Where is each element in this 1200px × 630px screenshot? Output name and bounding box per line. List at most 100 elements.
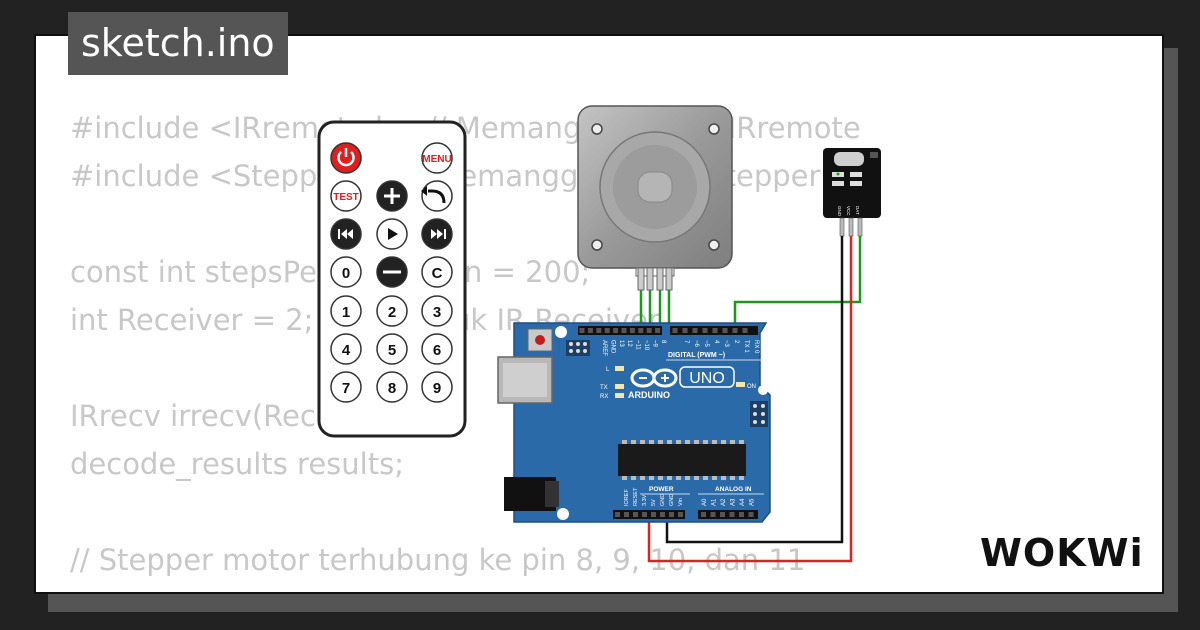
power-pin-label: 5V: [651, 499, 657, 506]
remote-button-0[interactable]: 0: [330, 256, 362, 288]
remote-prev-button[interactable]: [330, 218, 362, 250]
digital-pin-label: ~3: [723, 340, 729, 348]
svg-text:2: 2: [388, 304, 396, 321]
motor-shaft: [637, 171, 673, 203]
ir-receiver[interactable]: GND VCC DAT: [823, 148, 881, 237]
code-line: Stepper myStepper(stepsPerRevolution, 8,…: [70, 584, 861, 592]
power-pin-label: RESET: [633, 487, 639, 506]
wire-ir-data: [733, 236, 862, 334]
atmega-chip: [618, 444, 746, 476]
svg-text:RX: RX: [600, 394, 608, 400]
file-name-title: sketch.ino: [68, 12, 288, 75]
power-icon: [337, 151, 355, 167]
remote-plus-button[interactable]: [376, 180, 408, 212]
remote-button-9[interactable]: 9: [421, 371, 453, 403]
arduino-logo: [630, 368, 678, 388]
digital-pin-label: ~10: [643, 340, 649, 351]
digital-pin-label: ~6: [693, 340, 699, 348]
digital-pin-label: ~11: [635, 340, 641, 350]
digital-header-label: DIGITAL (PWM ~): [668, 352, 725, 359]
code-preview: #include <IRremote.h> // Memanggil libra…: [70, 104, 861, 592]
svg-text:ON: ON: [747, 384, 756, 390]
svg-text:5: 5: [388, 342, 396, 359]
test-button-label: TEST: [333, 192, 359, 203]
ir-remote[interactable]: MENU TEST: [317, 120, 467, 438]
analog-pin-label: A4: [740, 498, 746, 506]
analog-pin-label: A1: [712, 498, 718, 506]
rewind-icon: [341, 229, 347, 239]
remote-button-3[interactable]: 3: [421, 295, 453, 327]
ir-sensor-dome: [834, 152, 864, 166]
led-tx: [615, 384, 624, 389]
svg-text:WOKWi: WOKWi: [980, 531, 1144, 575]
digital-pin-label: RX 0: [753, 340, 759, 354]
remote-button-5[interactable]: 5: [376, 333, 408, 365]
digital-pin-label: 7: [683, 340, 689, 344]
power-pin-label: GND: [669, 494, 675, 506]
menu-button-label: MENU: [422, 154, 451, 165]
remote-next-button[interactable]: [421, 218, 453, 250]
remote-test-button[interactable]: TEST: [330, 180, 362, 212]
fast-forward-icon: [431, 229, 437, 239]
svg-text:9: 9: [433, 380, 441, 397]
remote-button-7[interactable]: 7: [330, 371, 362, 403]
remote-minus-button[interactable]: [376, 256, 408, 288]
wire-ir-vcc: [647, 236, 853, 563]
remote-back-button[interactable]: [421, 180, 453, 212]
digital-pin-label: ~9: [651, 340, 657, 348]
power-header-label: POWER: [649, 486, 674, 493]
led-on: [736, 382, 745, 387]
remote-button-1[interactable]: 1: [330, 295, 362, 327]
analog-pin-label: A3: [731, 498, 737, 506]
svg-text:0: 0: [342, 265, 350, 282]
remote-button-4[interactable]: 4: [330, 333, 362, 365]
led-rx: [615, 393, 624, 398]
remote-play-button[interactable]: [376, 218, 408, 250]
stepper-motor[interactable]: [577, 105, 733, 277]
svg-text:3: 3: [433, 304, 441, 321]
wokwi-logo: WOKWi: [978, 528, 1150, 582]
power-pin-label: 3.3V: [642, 494, 648, 506]
digital-pin-label: 13: [618, 340, 624, 347]
led-l: [615, 366, 624, 371]
analog-pin-label: A5: [750, 498, 756, 506]
remote-button-6[interactable]: 6: [421, 333, 453, 365]
remote-power-button[interactable]: [330, 142, 362, 174]
remote-menu-button[interactable]: MENU: [421, 142, 453, 174]
svg-text:7: 7: [342, 380, 350, 397]
digital-pin-label: 8: [660, 340, 666, 344]
digital-pin-label: GND: [609, 340, 615, 354]
svg-text:VCC: VCC: [846, 206, 851, 216]
remote-button-2[interactable]: 2: [376, 295, 408, 327]
play-icon: [388, 228, 398, 240]
power-pin-label: IOREF: [624, 489, 630, 506]
digital-pin-label: AREF: [601, 340, 607, 356]
svg-text:C: C: [432, 265, 443, 282]
svg-text:6: 6: [433, 342, 441, 359]
digital-pin-label: ~5: [703, 340, 709, 348]
power-pin-label: Vin: [678, 498, 684, 506]
svg-text:4: 4: [342, 342, 351, 359]
code-line: decode_results results;: [70, 447, 404, 481]
board-model-label: UNO: [689, 370, 725, 387]
digital-pin-label: TX 1: [743, 340, 749, 353]
analog-header-label: ANALOG IN: [715, 486, 752, 493]
digital-pin-label: 4: [713, 340, 719, 344]
back-arrow-icon: [428, 189, 446, 204]
svg-text:1: 1: [342, 304, 350, 321]
svg-text:8: 8: [388, 380, 396, 397]
remote-button-c[interactable]: C: [421, 256, 453, 288]
analog-pin-label: A0: [702, 498, 708, 506]
digital-pin-label: 12: [626, 340, 632, 347]
svg-text:GND: GND: [837, 206, 842, 217]
svg-text:L: L: [606, 367, 610, 373]
plus-icon: [384, 188, 400, 204]
power-pin-label: GND: [660, 494, 666, 506]
remote-button-8[interactable]: 8: [376, 371, 408, 403]
wire-ir-gnd: [665, 236, 844, 544]
digital-pin-label: 2: [733, 340, 739, 344]
svg-text:DAT: DAT: [855, 206, 860, 215]
board-brand-label: ARDUINO: [628, 390, 670, 400]
